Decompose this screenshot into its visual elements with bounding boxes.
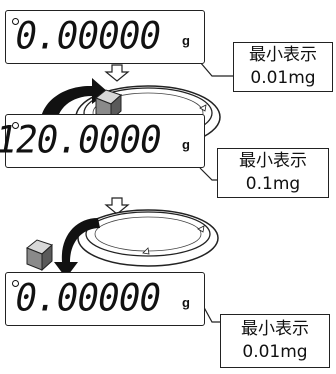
weight-reading: 0.00000 <box>11 276 164 320</box>
min-display-callout-3: 最小表示 0.01mg <box>220 314 330 368</box>
leader-line-1 <box>199 61 233 77</box>
stability-indicator <box>12 122 19 129</box>
callout-label: 最小表示 <box>239 151 307 171</box>
balance-display-2: 120.0000 g <box>0 114 205 168</box>
weight-cube-icon <box>26 239 53 272</box>
curved-arrow-icon <box>54 218 100 278</box>
stability-indicator <box>12 18 19 25</box>
callout-value: 0.01mg <box>250 68 316 88</box>
weighing-pan-icon <box>77 209 219 267</box>
unit-label: g <box>182 137 190 152</box>
stability-indicator <box>12 280 19 287</box>
down-arrow-icon <box>104 197 130 215</box>
weight-reading: 0.00000 <box>11 14 164 58</box>
callout-value: 0.01mg <box>242 342 308 362</box>
down-arrow-icon <box>104 64 130 82</box>
balance-display-1: 0.00000 g <box>5 10 205 64</box>
callout-label: 最小表示 <box>241 319 309 339</box>
min-display-callout-1: 最小表示 0.01mg <box>233 42 333 92</box>
callout-value: 0.1mg <box>245 174 301 194</box>
balance-display-3: 0.00000 g <box>5 272 205 326</box>
unit-label: g <box>182 33 190 48</box>
min-display-callout-2: 最小表示 0.1mg <box>217 148 329 198</box>
unit-label: g <box>182 295 190 310</box>
leader-line-2 <box>199 167 217 181</box>
callout-label: 最小表示 <box>249 45 317 65</box>
weight-reading: 120.0000 <box>0 118 164 162</box>
